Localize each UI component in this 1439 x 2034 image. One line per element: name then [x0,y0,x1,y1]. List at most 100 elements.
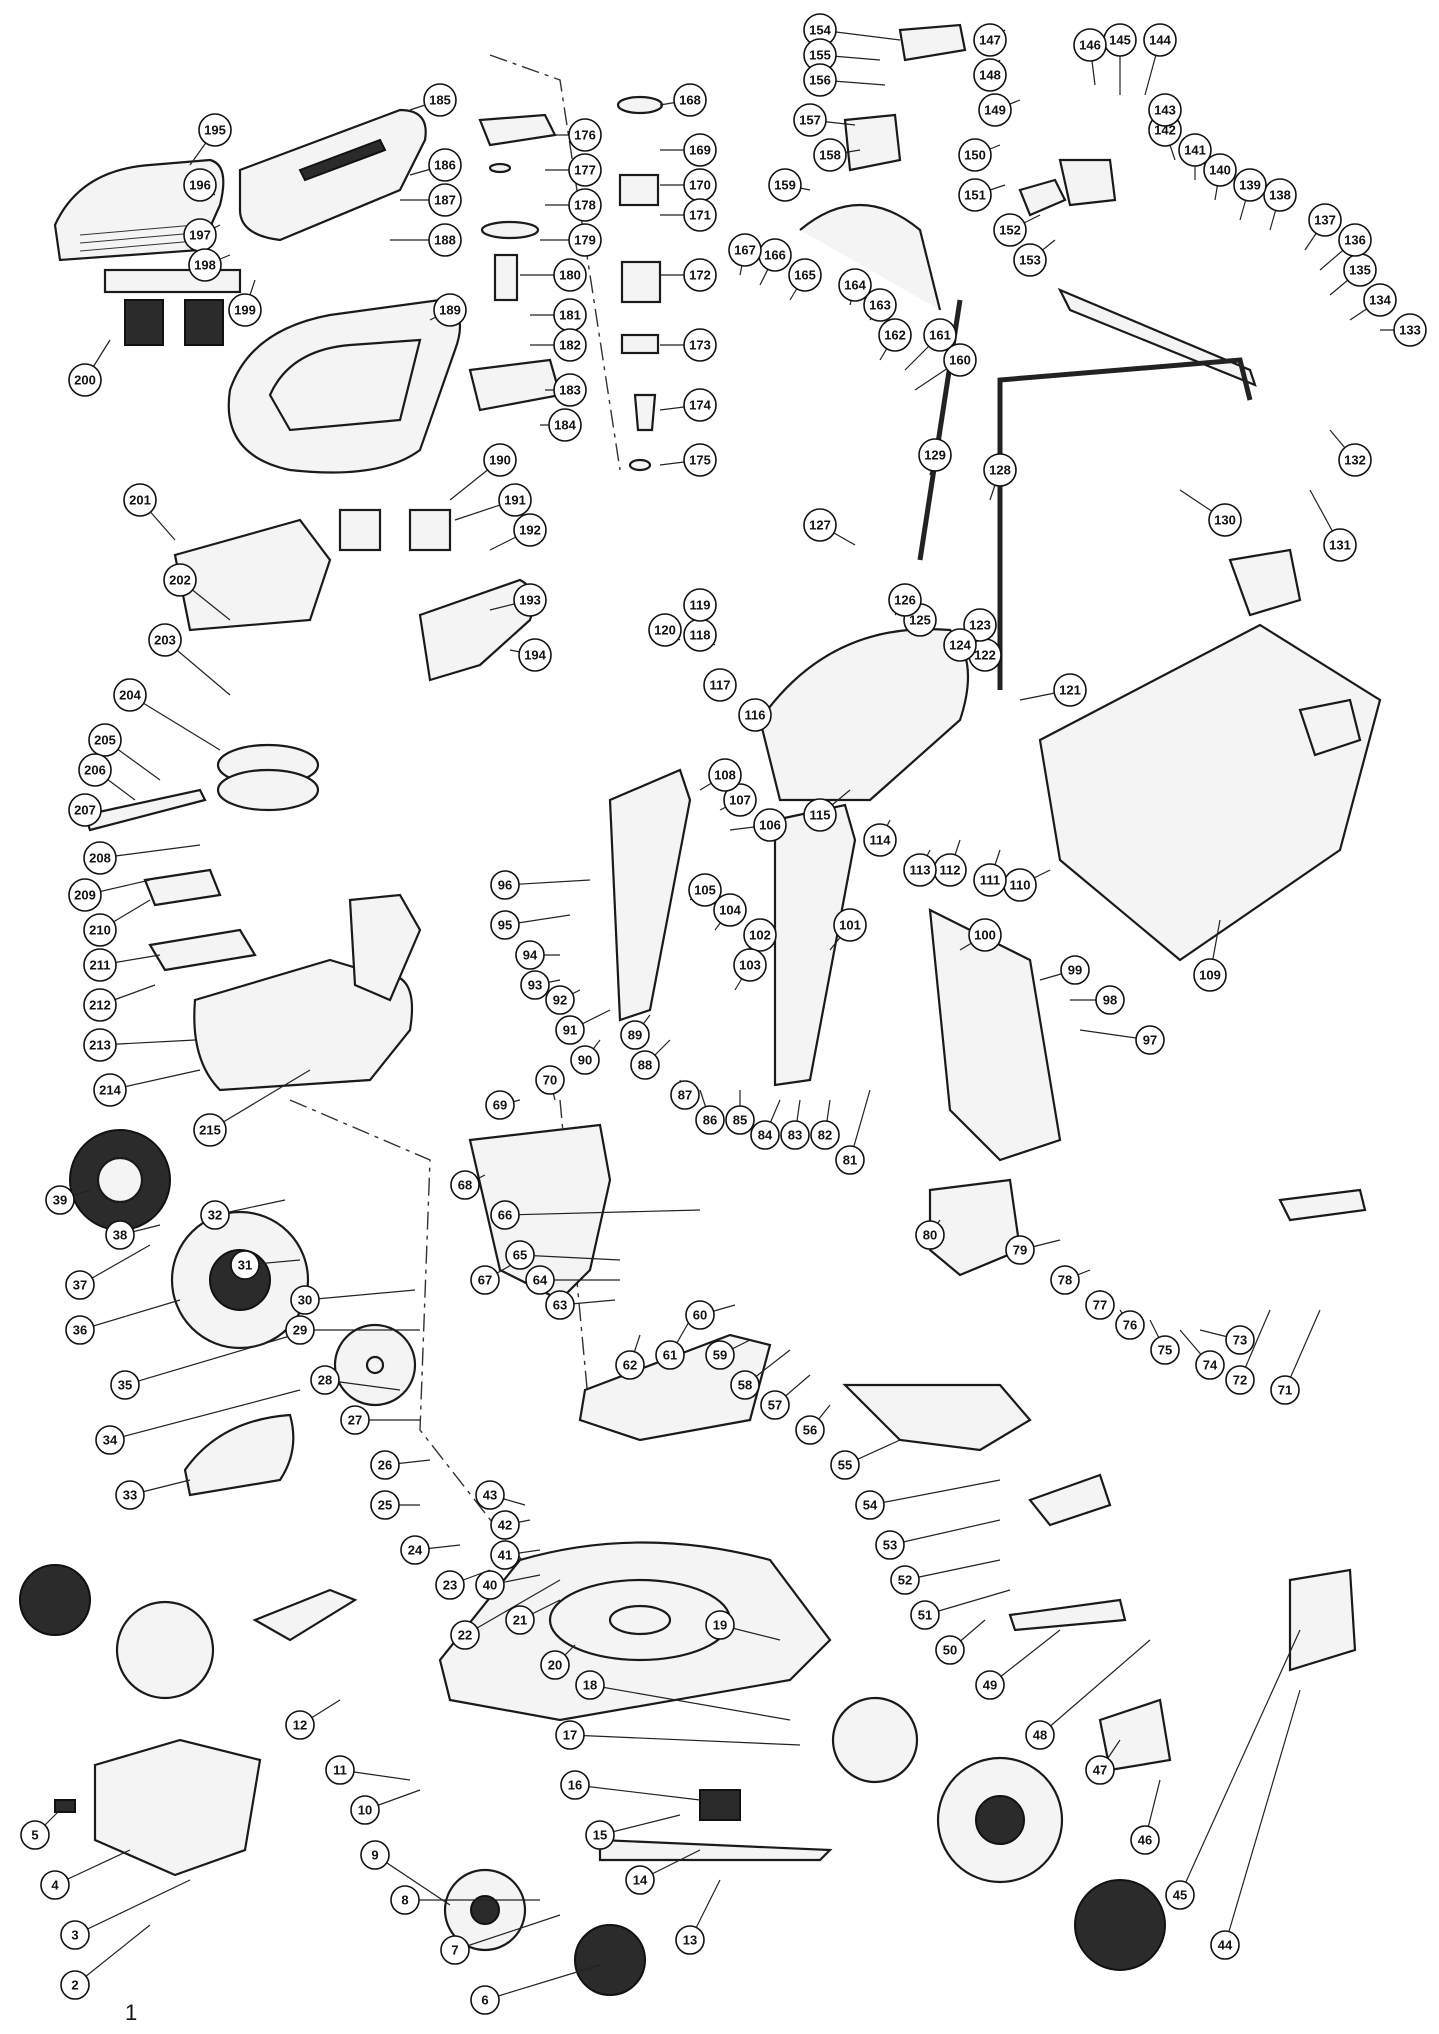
callout-number: 193 [519,593,541,608]
callout-16: 16 [560,1770,590,1800]
callout-number: 156 [809,73,831,88]
callout-110: 110 [1003,868,1037,902]
callout-circle [943,628,977,662]
callout-circle [450,1170,480,1200]
callout-95: 95 [490,910,520,940]
callout-number: 171 [689,208,711,223]
safety-key-part [1298,698,1362,757]
callout-115: 115 [803,798,837,832]
callout-151: 151 [958,178,992,212]
leader-line-65 [519,1254,621,1261]
callout-129: 129 [918,438,952,472]
callout-number: 166 [764,248,786,263]
callout-7: 7 [440,1935,470,1965]
callout-number: 90 [578,1053,592,1068]
callout-circle [803,508,837,542]
callout-circle [1363,283,1397,317]
control-handle-part [843,113,902,172]
callout-circle [675,1925,705,1955]
callout-73: 73 [1225,1325,1255,1355]
rear-cover-part [53,158,225,262]
callout-number: 139 [1239,178,1261,193]
callout-number: 159 [774,178,796,193]
callout-number: 206 [84,763,106,778]
callout-circle [485,1090,515,1120]
discharge-chute-part [468,1123,612,1302]
callout-number: 108 [714,768,736,783]
callout-44: 44 [1210,1930,1240,1960]
callout-205: 205 [88,723,122,757]
callout-183: 183 [553,373,587,407]
callout-number: 64 [533,1273,548,1288]
callout-77: 77 [1085,1290,1115,1320]
callout-number: 111 [980,873,1000,888]
callout-number: 35 [118,1378,132,1393]
callout-circle [738,698,772,732]
upper-housing-part [227,298,462,474]
callout-circle [983,453,1017,487]
callout-circle [525,1265,555,1295]
callout-circle [545,985,575,1015]
callout-circle [973,23,1007,57]
callout-number: 133 [1399,323,1421,338]
callout-number: 114 [870,833,892,848]
callout-circle [113,678,147,712]
callout-circle [400,1535,430,1565]
callout-144: 144 [1143,23,1177,57]
right-front-wheel-part [831,1696,1166,1971]
callout-circle [760,1390,790,1420]
callout-number: 147 [979,33,1001,48]
callout-circle [918,438,952,472]
front-hubcap-part [574,1924,646,1996]
callout-circle [553,258,587,292]
callout-circle [553,328,587,362]
callout-number: 28 [318,1373,332,1388]
callout-number: 98 [1103,993,1117,1008]
callout-circle [470,1985,500,2015]
callout-circle [1085,1290,1115,1320]
callout-circle [788,258,822,292]
callout-123: 123 [963,608,997,642]
callout-circle [1115,1310,1145,1340]
callout-88: 88 [630,1050,660,1080]
callout-circle [838,268,872,302]
callout-215: 215 [193,1113,227,1147]
callout-circle [110,1370,140,1400]
callout-number: 54 [863,1498,878,1513]
callout-circle [45,1185,75,1215]
callout-168: 168 [673,83,707,117]
leader-line-30 [304,1289,416,1301]
callout-number: 103 [739,958,761,973]
bail-bar-part [799,204,942,311]
callout-number: 127 [809,518,831,533]
callout-circle [68,363,102,397]
callout-circle [958,138,992,172]
callout-circle [855,1490,885,1520]
callout-circle [835,1145,865,1175]
callout-circle [750,1120,780,1150]
callout-165: 165 [788,258,822,292]
callout-number: 126 [894,593,916,608]
page-number: 1 [125,2000,137,2025]
callout-circle [505,1240,535,1270]
callout-8: 8 [390,1885,420,1915]
callout-number: 137 [1314,213,1336,228]
callout-number: 131 [1329,538,1351,553]
rear-door-part [928,908,1062,1162]
rear-wheel-exploded-part [19,1564,215,1700]
callout-11: 11 [325,1755,355,1785]
callout-circle [923,318,957,352]
callout-28: 28 [310,1365,340,1395]
callout-213: 213 [83,1028,117,1062]
front-cover-part [93,1738,262,1877]
callout-number: 6 [481,1993,488,2008]
callout-number: 160 [949,353,971,368]
callout-circle [1225,1365,1255,1395]
callout-number: 173 [689,338,711,353]
blade-part [598,1789,833,1862]
callout-circle [1143,23,1177,57]
callout-circle [683,133,717,167]
callout-circle [683,258,717,292]
callout-circle [1393,313,1427,347]
callout-number: 143 [1154,103,1176,118]
